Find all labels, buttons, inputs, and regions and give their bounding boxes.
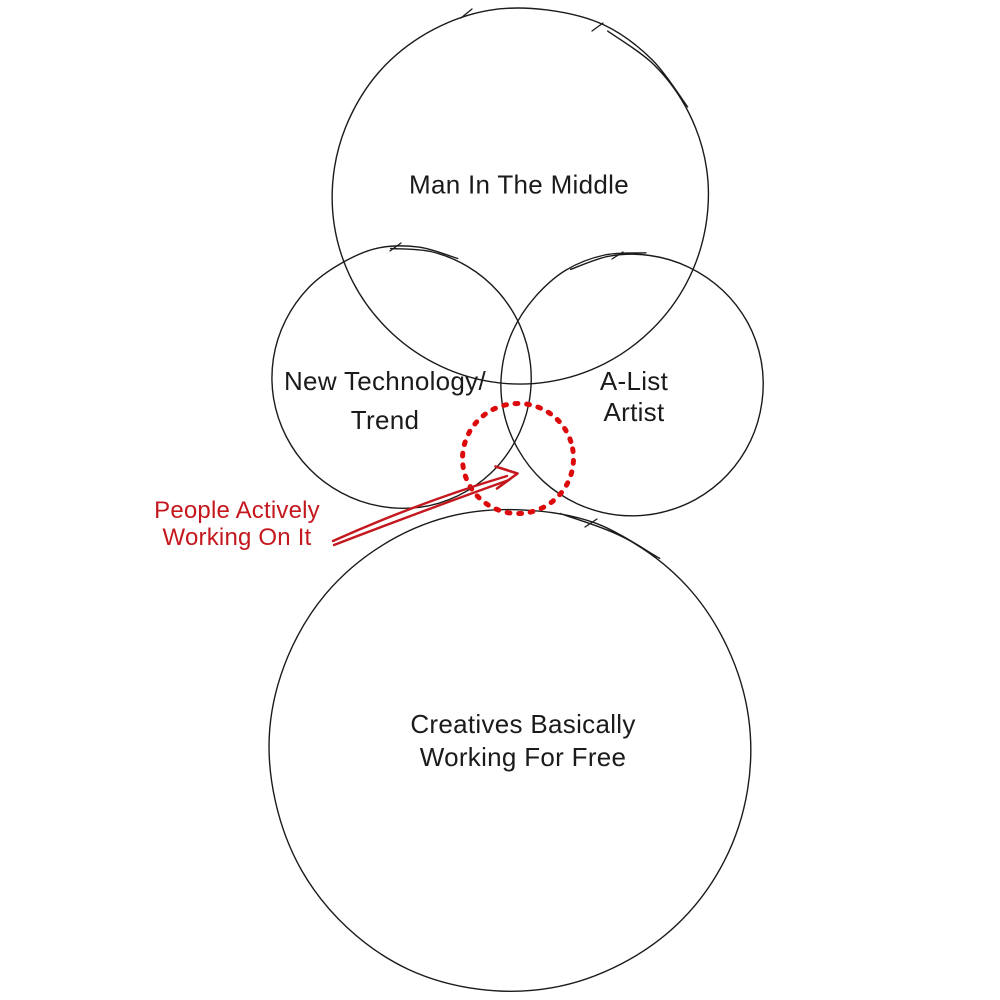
circle-outline-new-technology-trend	[271, 245, 532, 510]
annotation-arrow-head	[494, 465, 519, 490]
label-line: Man In The Middle	[409, 169, 629, 200]
label-line: Creatives Basically	[410, 709, 636, 739]
pen-tick	[584, 518, 598, 528]
highlight-dashed-circle	[460, 400, 576, 517]
pen-tick	[389, 242, 402, 252]
label-line: New Technology/	[283, 366, 487, 396]
pen-tick	[611, 251, 624, 260]
annotation-arrow-shaft	[331, 474, 509, 543]
annotation-arrow-shaft	[332, 478, 511, 547]
circle-outline-creatives-working-for-free	[268, 508, 752, 992]
label-new-technology-trend: New Technology/ Trend	[284, 362, 486, 440]
label-line: Working For Free	[419, 742, 627, 772]
circle-outline-a-list-artist	[500, 252, 764, 517]
label-line: A-List	[599, 366, 669, 396]
label-line: Trend	[350, 405, 420, 435]
label-a-list-artist: A-List Artist	[600, 366, 668, 428]
label-line: Artist	[603, 397, 665, 427]
label-line: People Actively	[154, 497, 320, 524]
pen-tick	[460, 8, 473, 19]
label-man-in-the-middle: Man In The Middle	[409, 170, 629, 201]
pen-tick	[591, 22, 604, 32]
label-creatives-working-for-free: Creatives Basically Working For Free	[410, 708, 635, 774]
annotation-label-people-actively-working-on-it: People Actively Working On It	[154, 497, 320, 551]
label-line: Working On It	[162, 524, 312, 551]
circle-outline-man-in-the-middle	[331, 7, 710, 385]
